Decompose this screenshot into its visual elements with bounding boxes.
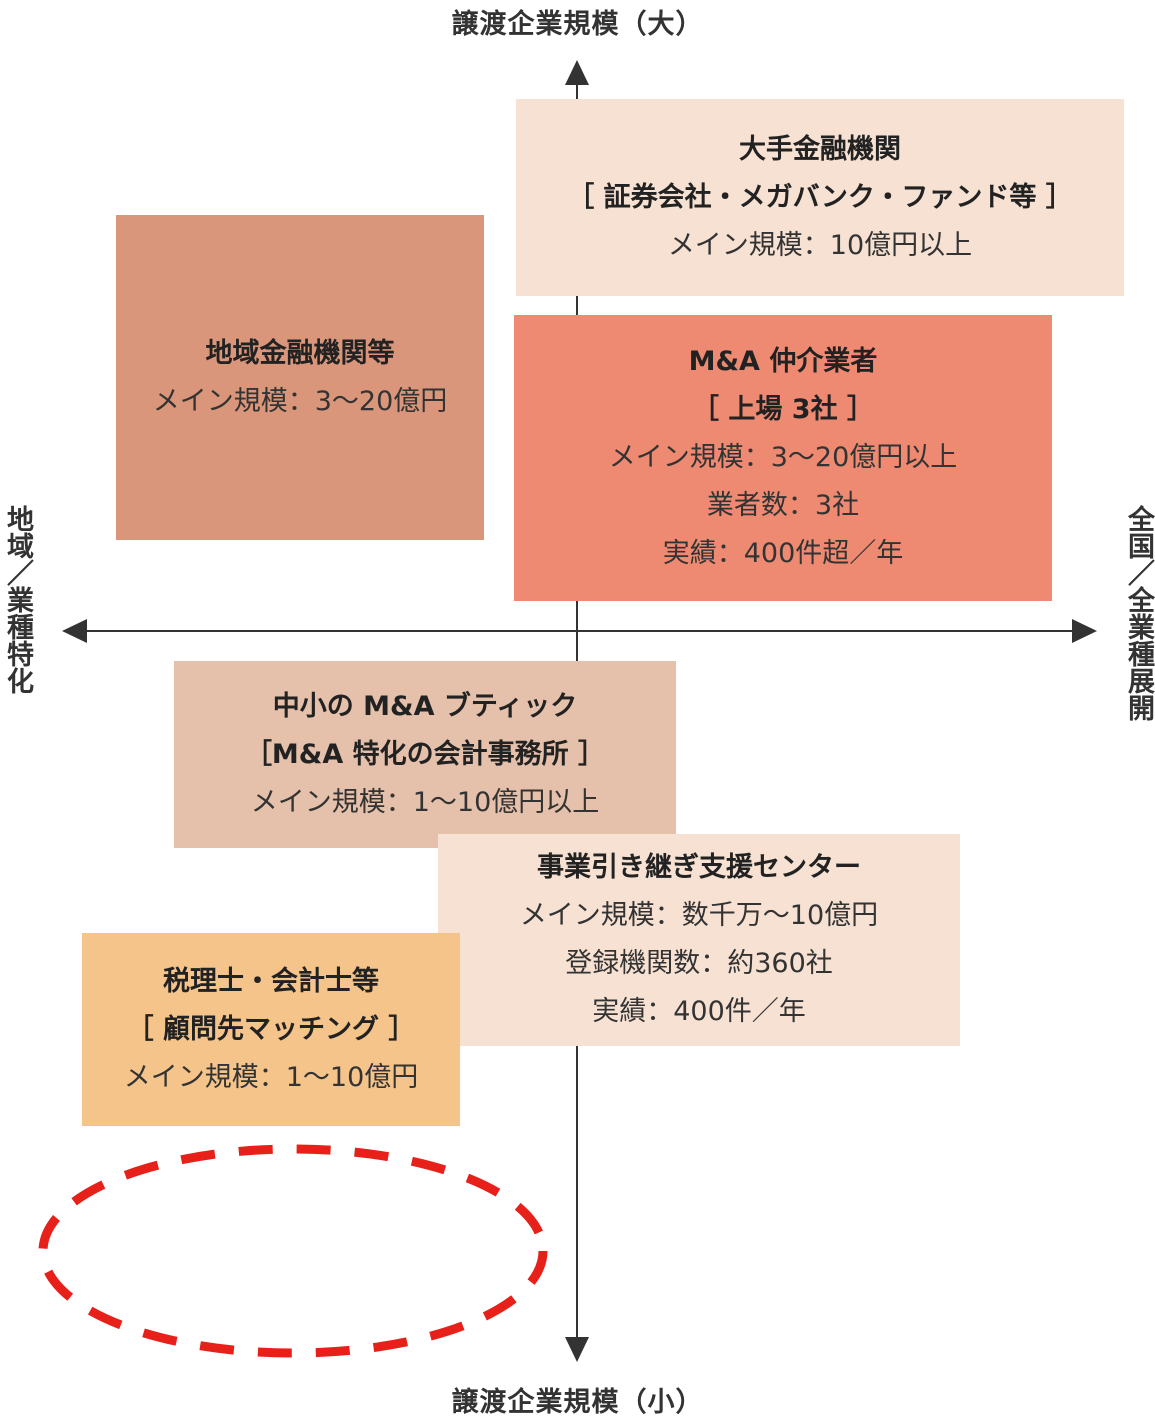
box-title: 大手金融機関 bbox=[739, 133, 901, 165]
box-ma-brokers: M&A 仲介業者 ［ 上場 3社 ］ メイン規模：3〜20億円以上 業者数：3社… bbox=[514, 315, 1052, 601]
box-ma-boutique: 中小の M&A ブティック ［M&A 特化の会計事務所 ］ メイン規模：1〜10… bbox=[174, 661, 676, 848]
box-title: 地域金融機関等 bbox=[205, 337, 395, 369]
axis-label-left: 地域／業種特化 bbox=[2, 505, 33, 694]
box-subtitle: ［ 証券会社・メガバンク・ファンド等 ］ bbox=[567, 181, 1073, 213]
axis-label-right: 全国／全業種展開 bbox=[1123, 505, 1154, 721]
box-subtitle: ［M&A 特化の会計事務所 ］ bbox=[244, 738, 606, 770]
box-succession-support-center: 事業引き継ぎ支援センター メイン規模：数千万〜10億円 登録機関数：約360社 … bbox=[438, 834, 960, 1046]
box-tax-accountants: 税理士・会計士等 ［ 顧問先マッチング ］ メイン規模：1〜10億円 bbox=[82, 933, 460, 1126]
right-arrow-icon bbox=[1072, 619, 1097, 643]
axis-label-bottom: 譲渡企業規模（小） bbox=[451, 1387, 704, 1418]
box-title: 事業引き継ぎ支援センター bbox=[537, 852, 861, 883]
box-results: 実績：400件／年 bbox=[592, 996, 806, 1027]
box-scale: メイン規模：1〜10億円以上 bbox=[250, 786, 600, 818]
box-regional-financial-institutions: 地域金融機関等 メイン規模：3〜20億円 bbox=[116, 215, 484, 540]
box-scale: メイン規模：3〜20億円以上 bbox=[608, 442, 958, 473]
box-scale: メイン規模：1〜10億円 bbox=[123, 1061, 419, 1093]
box-scale: メイン規模：10億円以上 bbox=[667, 229, 973, 261]
box-count: 登録機関数：約360社 bbox=[565, 948, 833, 979]
box-results: 実績：400件超／年 bbox=[662, 538, 904, 569]
box-title: 中小の M&A ブティック bbox=[272, 690, 578, 722]
box-scale: メイン規模：数千万〜10億円 bbox=[519, 900, 879, 931]
box-title: M&A 仲介業者 bbox=[688, 346, 878, 377]
box-count: 業者数：3社 bbox=[706, 490, 860, 521]
box-subtitle: ［ 顧問先マッチング ］ bbox=[126, 1013, 416, 1045]
dashed-ellipse-shape bbox=[38, 1144, 548, 1358]
box-subtitle: ［ 上場 3社 ］ bbox=[692, 394, 874, 425]
down-arrow-icon bbox=[565, 1337, 589, 1362]
box-large-financial-institutions: 大手金融機関 ［ 証券会社・メガバンク・ファンド等 ］ メイン規模：10億円以上 bbox=[516, 99, 1124, 296]
box-title: 税理士・会計士等 bbox=[163, 965, 379, 997]
up-arrow-icon bbox=[565, 60, 589, 85]
left-arrow-icon bbox=[62, 619, 87, 643]
box-scale: メイン規模：3〜20億円 bbox=[152, 385, 448, 417]
axis-label-top: 譲渡企業規模（大） bbox=[451, 9, 704, 40]
